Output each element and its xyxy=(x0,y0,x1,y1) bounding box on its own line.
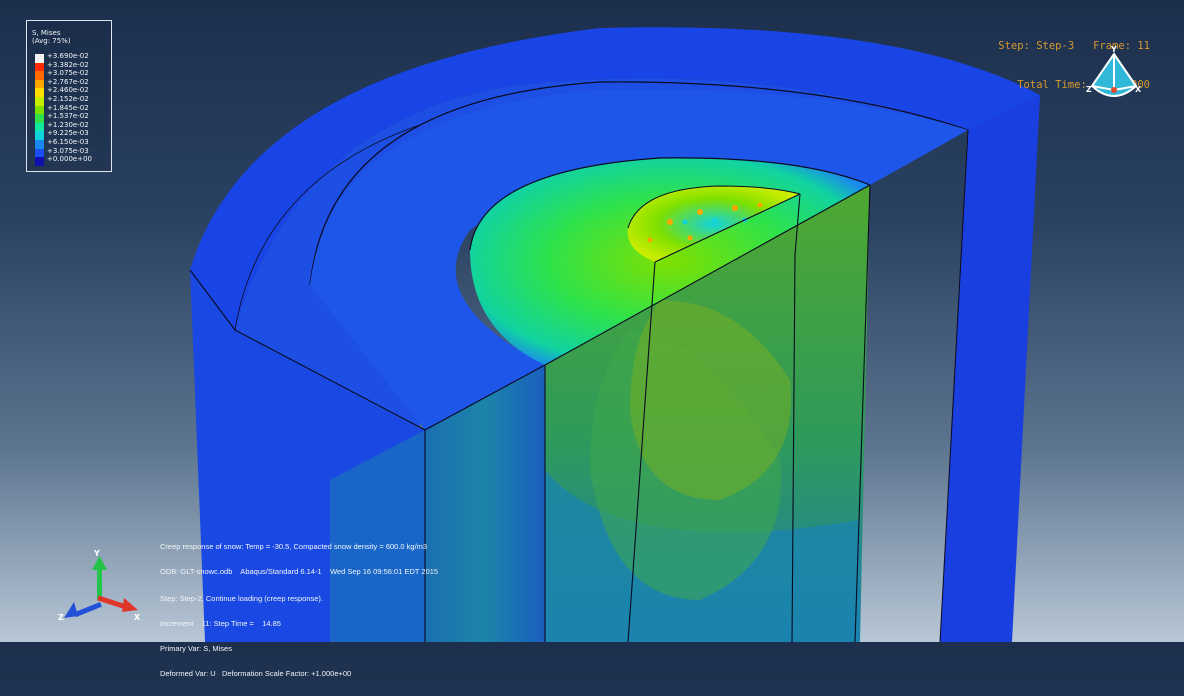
deformed-var: Deformed Var: U Deformation Scale Factor… xyxy=(160,669,352,679)
legend-swatch xyxy=(35,79,44,89)
coordinate-triad-icon: Y Z X xyxy=(58,549,141,622)
legend-color-bar xyxy=(35,54,44,166)
step-description: Step: Step-2, Continue loading (creep re… xyxy=(160,593,324,603)
cut-face-side xyxy=(425,365,545,642)
legend-value: +0.000e+00 xyxy=(47,155,92,164)
legend-swatch xyxy=(35,54,44,63)
triad-x-label: X xyxy=(134,613,141,622)
model-info-text: Creep response of snow: Temp = -30.5, Co… xyxy=(160,526,438,593)
top-stress-disc xyxy=(470,157,870,365)
triad-small-y-label: Y xyxy=(1110,45,1117,54)
legend-values: +3.690e-02+3.382e-02+3.075e-02+2.767e-02… xyxy=(47,52,92,164)
legend-value: +3.382e-02 xyxy=(47,60,89,69)
odb-info: ODB: GLT-snowc.odb Abaqus/Standard 6.14-… xyxy=(160,567,439,577)
increment-info: Increment 11: Step Time = 14.85 xyxy=(160,619,281,629)
legend-subtitle: (Avg: 75%) xyxy=(32,37,71,45)
legend-value: +2.460e-02 xyxy=(47,86,89,95)
core-hotspots xyxy=(647,202,763,243)
inner-core xyxy=(627,186,800,262)
legend-swatch xyxy=(35,71,44,80)
legend-swatch xyxy=(35,96,44,106)
triad-small-z-label: Z xyxy=(1086,85,1092,94)
legend-value: +1.845e-02 xyxy=(47,103,89,112)
legend-title: S, Mises xyxy=(32,29,61,37)
legend-value: +1.537e-02 xyxy=(47,112,89,121)
legend-value: +1.230e-02 xyxy=(47,120,89,129)
legend-swatch xyxy=(35,157,44,166)
legend-value: +3.075e-03 xyxy=(47,146,89,155)
model-viewport[interactable]: S, Mises (Avg: 75%) +3.690e-02+3.382e-02… xyxy=(0,0,1184,678)
contour-legend: S, Mises (Avg: 75%) +3.690e-02+3.382e-02… xyxy=(26,20,112,172)
step-frame-label: Step: Step-3 Frame: 11 xyxy=(998,40,1150,52)
legend-value: +9.225e-03 xyxy=(47,129,89,138)
legend-swatch xyxy=(35,122,44,132)
outer-right-face xyxy=(940,95,1040,642)
legend-swatch xyxy=(35,88,44,97)
primary-var: Primary Var: S, Mises xyxy=(160,644,232,654)
legend-value: +3.690e-02 xyxy=(47,52,89,60)
model-description: Creep response of snow: Temp = -30.5, Co… xyxy=(160,541,428,551)
legend-value: +2.152e-02 xyxy=(47,94,89,103)
triad-small-x-label: X xyxy=(1135,85,1142,94)
triad-z-label: Z xyxy=(58,613,64,622)
legend-swatch xyxy=(35,139,44,149)
legend-swatch xyxy=(35,62,44,72)
legend-value: +2.767e-02 xyxy=(47,77,89,86)
model-render xyxy=(189,27,1040,642)
legend-swatch xyxy=(35,131,44,140)
legend-value: +3.075e-02 xyxy=(47,69,89,78)
legend-swatch xyxy=(35,114,44,123)
step-info-text: Step: Step-2, Continue loading (creep re… xyxy=(160,578,351,696)
outer-cylinder-top xyxy=(190,27,1040,331)
legend-value: +6.150e-03 xyxy=(47,137,89,146)
legend-swatch xyxy=(35,105,44,115)
view-triad-icon[interactable]: Y Z X xyxy=(1086,44,1142,110)
triad-y-label: Y xyxy=(93,549,100,558)
legend-swatch xyxy=(35,148,44,158)
